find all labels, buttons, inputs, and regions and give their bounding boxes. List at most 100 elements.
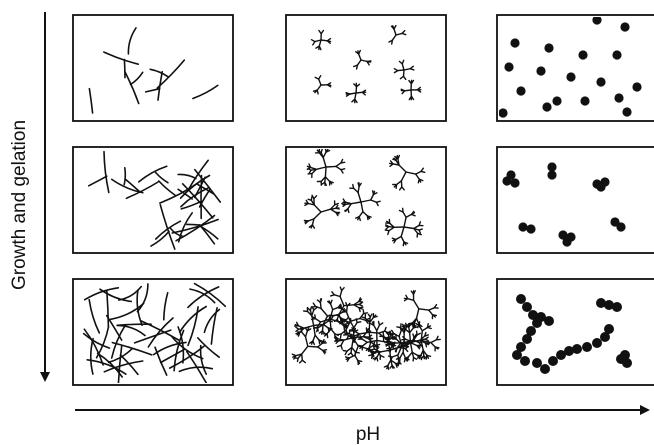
cluster-branch <box>357 359 361 365</box>
polymer-chain <box>124 71 140 105</box>
polymer-chain <box>181 183 214 219</box>
cluster-branch <box>322 320 330 326</box>
panel-content <box>512 294 632 374</box>
polymer-chain <box>177 188 193 200</box>
cluster-branch <box>386 337 393 343</box>
cluster-branch <box>344 317 349 322</box>
cluster-branch <box>307 218 315 222</box>
polymer-chain <box>159 204 176 250</box>
cluster-branch <box>390 356 393 362</box>
cluster-branch <box>353 327 357 333</box>
cluster-branch <box>312 40 316 46</box>
polymer-chain <box>99 288 132 303</box>
cluster-branch <box>307 345 319 348</box>
cluster-branch <box>320 307 329 317</box>
cluster-branch <box>402 75 407 81</box>
cluster-branch <box>431 314 436 318</box>
panel-grid <box>72 14 654 386</box>
polymer-chain <box>180 200 203 210</box>
cluster-branch <box>310 168 318 171</box>
cluster-branch <box>335 165 342 171</box>
cluster-branch <box>372 190 376 196</box>
cluster-branch <box>404 357 408 362</box>
cluster-branch <box>318 39 322 47</box>
particle <box>596 182 606 192</box>
cluster-branch <box>340 329 347 335</box>
cluster-branch <box>400 226 405 238</box>
cluster-branch <box>375 200 381 203</box>
cluster-branch <box>306 165 312 169</box>
cluster-branch <box>347 202 352 210</box>
cluster-branch <box>344 350 348 356</box>
cluster-branch <box>370 353 374 359</box>
polymer-chain <box>103 150 110 194</box>
cluster-branch <box>397 69 405 72</box>
cluster-branch <box>393 341 405 344</box>
polymer-chain <box>152 341 187 356</box>
cluster-branch <box>292 355 297 358</box>
polymer-chain <box>149 68 169 78</box>
cluster-branch <box>307 198 312 201</box>
cluster-branch <box>391 364 394 369</box>
cluster-branch <box>296 357 299 363</box>
particle <box>548 356 558 366</box>
cluster-branch <box>314 39 322 43</box>
cluster-branch <box>312 323 325 327</box>
cluster-branch <box>317 346 324 352</box>
particle <box>572 344 582 354</box>
cluster-branch <box>351 346 357 353</box>
polymer-chain <box>150 230 170 247</box>
cluster-branch <box>413 227 420 231</box>
particle <box>604 324 614 334</box>
cluster-branch <box>307 202 315 206</box>
cluster-branch <box>308 169 312 174</box>
particle <box>542 102 552 112</box>
particle <box>502 176 512 186</box>
polymer-chain <box>177 173 197 180</box>
particle <box>536 312 546 322</box>
cluster-branch <box>329 294 335 297</box>
polymer-chain <box>136 283 149 313</box>
particle <box>547 170 557 180</box>
cluster-branch <box>379 354 385 358</box>
cluster-branch <box>304 220 309 223</box>
panel-col2-row2 <box>285 146 447 254</box>
cluster-branch <box>415 308 420 320</box>
cluster-branch <box>313 211 322 220</box>
cluster-branch <box>314 305 322 310</box>
cluster-branch <box>350 346 353 354</box>
particle <box>582 342 592 352</box>
cluster-branch <box>329 308 334 320</box>
cluster-branch <box>424 331 427 337</box>
cluster-branch <box>386 341 393 345</box>
polymer-chain <box>199 344 208 375</box>
cluster-branch <box>415 322 420 327</box>
cluster-branch <box>386 364 389 370</box>
cluster-branch <box>400 235 405 243</box>
panel-col1-row1 <box>72 14 234 122</box>
panel-col1-row2 <box>72 146 234 254</box>
cluster-branch <box>311 315 315 327</box>
cluster-branch <box>358 298 363 303</box>
cluster-branch <box>408 326 411 334</box>
particle <box>622 107 632 117</box>
cluster-branch <box>311 305 315 311</box>
cluster-branch <box>387 229 390 236</box>
polymer-chain <box>123 167 127 186</box>
cluster-branch <box>358 210 364 218</box>
cluster-branch <box>403 216 407 228</box>
cluster-branch <box>319 301 322 310</box>
cluster-branch <box>306 327 310 332</box>
cluster-branch <box>397 354 400 362</box>
polymer-chain <box>157 70 163 101</box>
cluster-branch <box>416 344 421 348</box>
cluster-branch <box>402 211 407 219</box>
cluster-branch <box>314 334 320 341</box>
cluster-branch <box>328 180 333 185</box>
cluster-branch <box>297 353 303 359</box>
cluster-branch <box>393 28 397 36</box>
particle <box>499 108 508 118</box>
cluster-branch <box>301 353 303 361</box>
cluster-branch <box>376 339 388 343</box>
cluster-branch <box>358 53 362 61</box>
